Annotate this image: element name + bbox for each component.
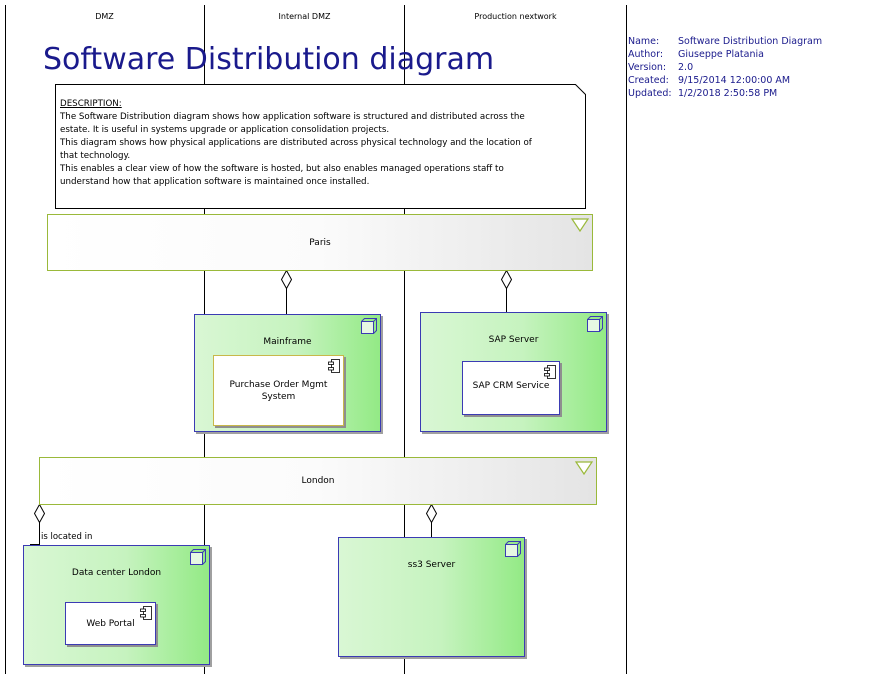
- location-london[interactable]: London: [39, 457, 597, 505]
- location-icon: [570, 218, 590, 233]
- note-line: estate. It is useful in systems upgrade …: [60, 125, 390, 135]
- node-label: Data center London: [71, 568, 162, 578]
- location-label: Paris: [309, 237, 331, 248]
- note-line: This enables a clear view of how the sof…: [60, 164, 504, 174]
- relationship-label: is located in: [41, 532, 93, 542]
- component-purchase-order-mgmt[interactable]: Purchase Order Mgmt System: [213, 355, 344, 426]
- note-line: This diagram shows how physical applicat…: [60, 138, 532, 148]
- meta-author-label: Author:: [628, 49, 664, 60]
- diagram-title: Software Distribution diagram: [43, 42, 495, 77]
- node-mainframe[interactable]: Mainframe Purchase Order Mgmt System: [194, 314, 381, 432]
- connector-line: [506, 288, 507, 313]
- component-web-portal[interactable]: Web Portal: [65, 602, 156, 645]
- meta-created-label: Created:: [628, 75, 669, 86]
- meta-version-value: 2.0: [678, 62, 694, 73]
- meta-updated-label: Updated:: [628, 88, 672, 99]
- note-line: The Software Distribution diagram shows …: [60, 112, 525, 122]
- connector-line: [30, 544, 40, 545]
- meta-updated-value: 1/2/2018 2:50:58 PM: [678, 88, 778, 99]
- component-icon: [544, 365, 556, 379]
- note-line: that technology.: [60, 151, 131, 161]
- node-sap-server[interactable]: SAP Server SAP CRM Service: [420, 312, 607, 432]
- component-label: Purchase Order Mgmt System: [229, 379, 328, 402]
- node-icon: [190, 549, 206, 565]
- aggregation-diamond-icon: [34, 504, 45, 523]
- node-icon: [505, 541, 521, 557]
- meta-name-label: Name:: [628, 36, 660, 47]
- diagram-metadata: Name: Software Distribution Diagram Autho…: [628, 35, 822, 100]
- lane-separator-2: [404, 5, 405, 674]
- location-icon: [574, 461, 594, 476]
- node-label: Mainframe: [263, 337, 312, 347]
- component-label: Web Portal: [86, 618, 135, 629]
- node-icon: [587, 316, 603, 332]
- aggregation-diamond-icon: [501, 270, 512, 289]
- aggregation-diamond-icon: [281, 270, 292, 289]
- meta-author-value: Giuseppe Platania: [678, 49, 764, 60]
- component-label: SAP CRM Service: [472, 381, 550, 391]
- meta-name-value: Software Distribution Diagram: [678, 36, 823, 47]
- aggregation-diamond-icon: [426, 504, 437, 523]
- meta-version-label: Version:: [628, 62, 667, 73]
- meta-created-value: 9/15/2014 12:00:00 AM: [678, 75, 791, 86]
- lane-separator-right: [626, 5, 627, 674]
- component-icon: [328, 359, 340, 373]
- connector-line: [431, 522, 432, 538]
- lane-label-production-network: Production nextwork: [474, 12, 557, 21]
- lane-separator-left: [5, 5, 6, 674]
- node-icon: [361, 318, 377, 334]
- connector-line: [286, 288, 287, 315]
- node-label: ss3 Server: [407, 560, 456, 570]
- note-heading: DESCRIPTION:: [60, 99, 122, 109]
- note-fold-corner-icon: [575, 84, 586, 95]
- component-sap-crm-service[interactable]: SAP CRM Service: [462, 361, 560, 415]
- node-data-center-london[interactable]: Data center London Web Portal: [23, 545, 210, 665]
- location-paris[interactable]: Paris: [47, 214, 593, 271]
- description-note[interactable]: DESCRIPTION: The Software Distribution d…: [55, 84, 586, 209]
- note-line: understand how that application software…: [60, 177, 370, 187]
- connector-line: [39, 522, 40, 545]
- node-ss3-server[interactable]: ss3 Server: [338, 537, 525, 657]
- component-icon: [140, 606, 152, 620]
- node-label: SAP Server: [488, 335, 539, 345]
- location-label: London: [301, 476, 335, 486]
- lane-label-dmz: DMZ: [95, 12, 114, 21]
- lane-label-internal-dmz: Internal DMZ: [278, 12, 331, 21]
